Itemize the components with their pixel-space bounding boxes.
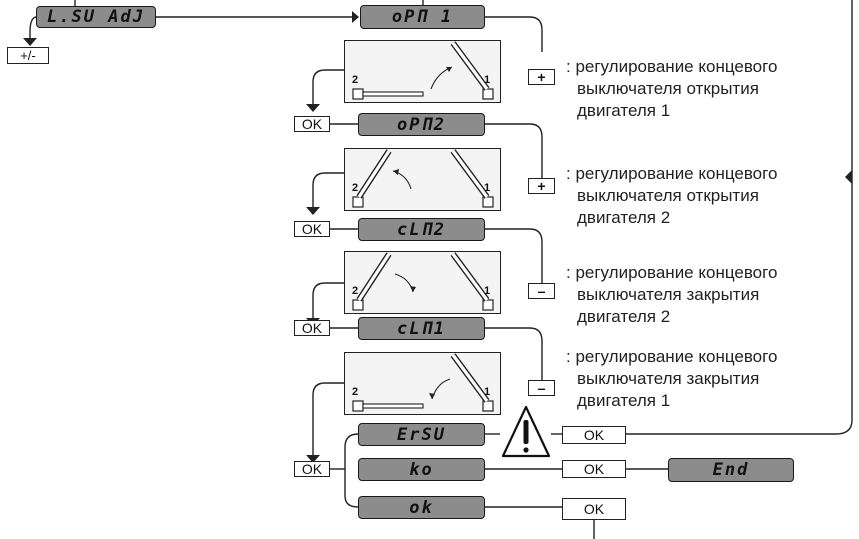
gate-illustration	[352, 41, 494, 100]
display-cl2: cLП2	[358, 218, 485, 241]
motor-label-1: 1	[484, 74, 491, 86]
plus-minus-button[interactable]: +/-	[7, 47, 49, 64]
gate-panel-open-motor-2: 2 1	[344, 148, 501, 211]
ok-button-ersu[interactable]: OK	[562, 426, 626, 444]
motor-label-2: 2	[352, 285, 359, 297]
display-op2: oPП2	[358, 113, 485, 136]
description-line: двигателя 2	[577, 307, 671, 326]
description-line: : регулирование концевого	[566, 164, 778, 183]
motor-label-1: 1	[484, 182, 491, 194]
description-line: выключателя закрытия	[577, 285, 760, 304]
motor-label-1: 1	[484, 386, 491, 398]
warning-triangle-icon	[501, 405, 551, 458]
description-line: выключателя закрытия	[577, 369, 760, 388]
description-line: двигателя 2	[577, 208, 671, 227]
display-ok: ok	[358, 496, 485, 519]
description-open-motor-1: : регулирование концевого выключателя от…	[566, 56, 777, 122]
motor-label-2: 2	[352, 182, 359, 194]
description-line: выключателя открытия	[577, 79, 759, 98]
description-open-motor-2: : регулирование концевого выключателя от…	[566, 163, 777, 229]
plus-button-2[interactable]: +	[528, 178, 555, 194]
motor-label-2: 2	[352, 386, 359, 398]
ok-button-ok[interactable]: OK	[562, 498, 626, 520]
minus-button-1[interactable]: –	[528, 283, 555, 299]
description-line: двигателя 1	[577, 391, 671, 410]
ok-button-4[interactable]: OK	[294, 461, 330, 477]
ok-button-2[interactable]: OK	[294, 221, 330, 237]
description-line: : регулирование концевого	[566, 263, 778, 282]
description-close-motor-2: : регулирование концевого выключателя за…	[566, 262, 777, 328]
gate-panel-close-motor-1: 2 1	[344, 352, 501, 415]
description-line: выключателя открытия	[577, 186, 759, 205]
minus-button-2[interactable]: –	[528, 380, 555, 396]
motor-label-2: 2	[352, 74, 359, 86]
display-lsu-adj: L.SU AdJ	[36, 6, 156, 28]
ok-button-3[interactable]: OK	[294, 320, 330, 336]
display-op1: oPП 1	[360, 5, 485, 29]
gate-panel-close-motor-2: 2 1	[344, 251, 501, 314]
display-ersu: ErSU	[358, 423, 485, 446]
display-ko: ko	[358, 458, 485, 481]
plus-button-1[interactable]: +	[528, 69, 555, 85]
ok-button-ko[interactable]: OK	[562, 460, 626, 478]
gate-panel-open-motor-1: 2 1	[344, 40, 501, 103]
description-line: двигателя 1	[577, 101, 671, 120]
gate-illustration	[352, 252, 494, 311]
description-close-motor-1: : регулирование концевого выключателя за…	[566, 346, 777, 412]
ok-button-1[interactable]: OK	[294, 116, 330, 132]
gate-illustration	[352, 353, 494, 412]
display-end: End	[668, 458, 794, 482]
display-cl1: cLП1	[358, 317, 485, 340]
gate-illustration	[352, 149, 494, 208]
motor-label-1: 1	[484, 285, 491, 297]
description-line: : регулирование концевого	[566, 347, 778, 366]
description-line: : регулирование концевого	[566, 57, 778, 76]
